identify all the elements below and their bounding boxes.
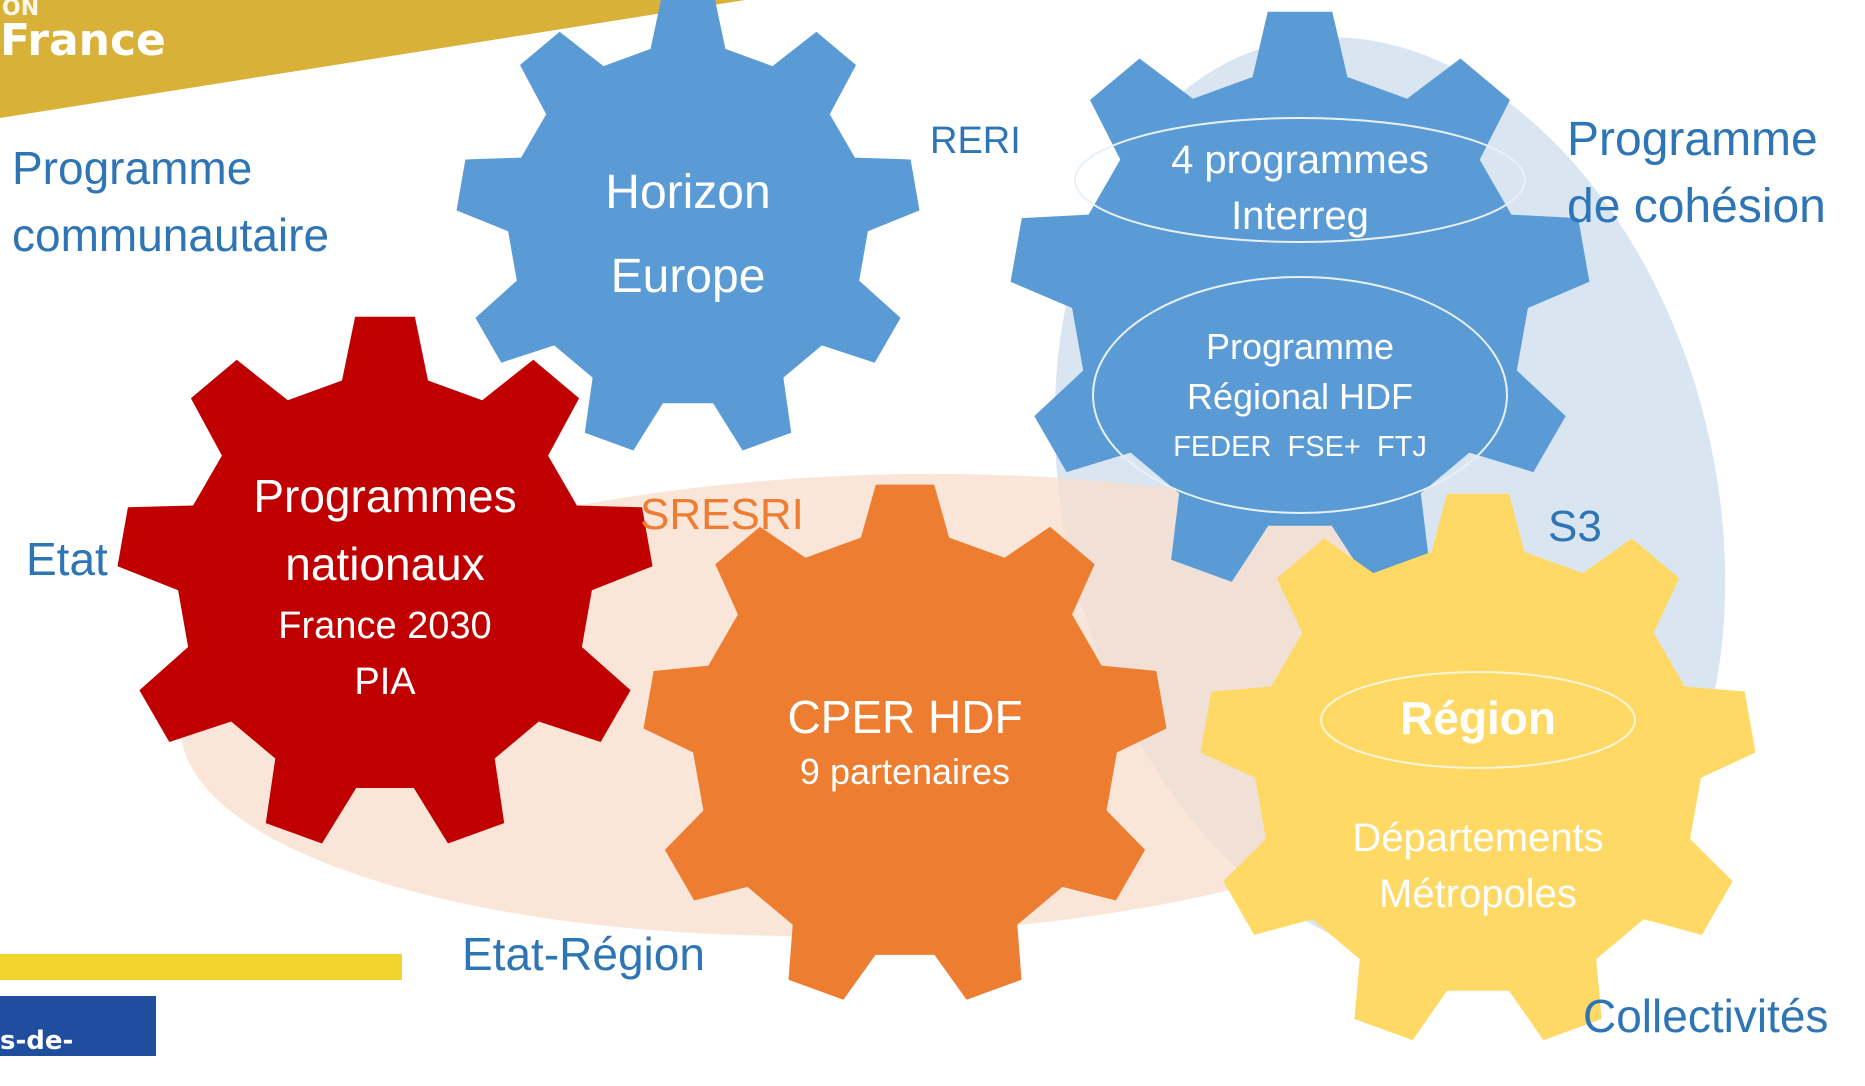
interreg-gear [1010, 11, 1590, 582]
label-reri: RERI [930, 120, 1021, 162]
gear-line: Programmes [253, 470, 517, 522]
interreg-gear-text: 4 programmes Interreg [1171, 132, 1429, 244]
gear-line: 4 programmes [1171, 138, 1429, 182]
regional-programme-ellipse [1092, 276, 1508, 514]
label-etat-region: Etat-Région [462, 928, 705, 980]
gear-line: Interreg [1231, 194, 1369, 238]
gear-line: Programme [1205, 326, 1395, 367]
top-logo-banner [0, 0, 745, 118]
diagram-canvas [0, 0, 1756, 1041]
horizon-gear [456, 0, 920, 451]
regional-programme-text: Programme Régional HDF FEDER FSE+ FTJ [1173, 322, 1427, 472]
gear-line: Europe [610, 250, 766, 303]
label-line: communautaire [12, 209, 330, 261]
gear-line: PIA [354, 661, 416, 703]
gear-line: France 2030 [278, 605, 492, 647]
yellow-accent-bar [0, 954, 402, 980]
label-line: Programme [12, 142, 253, 194]
logo-top-big: France [0, 15, 166, 66]
label-programme-cohesion: Programme de cohésion [1567, 106, 1826, 240]
gear-line: 9 partenaires [799, 751, 1011, 792]
label-line: Programme [1567, 113, 1818, 166]
region-ellipse [1320, 671, 1636, 769]
gear-line: Régional HDF [1186, 376, 1414, 417]
gear-line: nationaux [285, 538, 485, 590]
gear-line: Métropoles [1379, 872, 1577, 916]
region-title: Région [1400, 692, 1556, 744]
label-collectivites: Collectivités [1583, 990, 1829, 1042]
cper-gear [643, 484, 1167, 1000]
label-s3: S3 [1548, 502, 1602, 551]
gear-line: CPER HDF [787, 691, 1023, 743]
region-gear [1200, 493, 1756, 1041]
gear-line: Départements [1352, 816, 1604, 860]
horizon-gear-text: Horizon Europe [605, 151, 770, 319]
label-programme-communautaire: Programme communautaire [12, 135, 329, 269]
label-etat: Etat [26, 533, 108, 585]
national-gear [117, 316, 653, 844]
label-sresri: SRESRI [640, 490, 804, 539]
gear-line: Horizon [605, 166, 771, 219]
logo-top-small: ON [2, 0, 40, 21]
national-gear-text: Programmes nationaux France 2030 PIA [253, 462, 516, 710]
logo-region-bottom: s-de-France [0, 996, 156, 1086]
interreg-ellipse [1074, 117, 1526, 243]
region-gear-text: Départements Métropoles [1352, 810, 1603, 922]
cper-gear-text: CPER HDF 9 partenaires [787, 688, 1022, 798]
gear-line: FEDER FSE+ FTJ [1173, 431, 1427, 463]
label-line: de cohésion [1567, 180, 1826, 233]
logo-region-top: ON France [0, 0, 166, 66]
